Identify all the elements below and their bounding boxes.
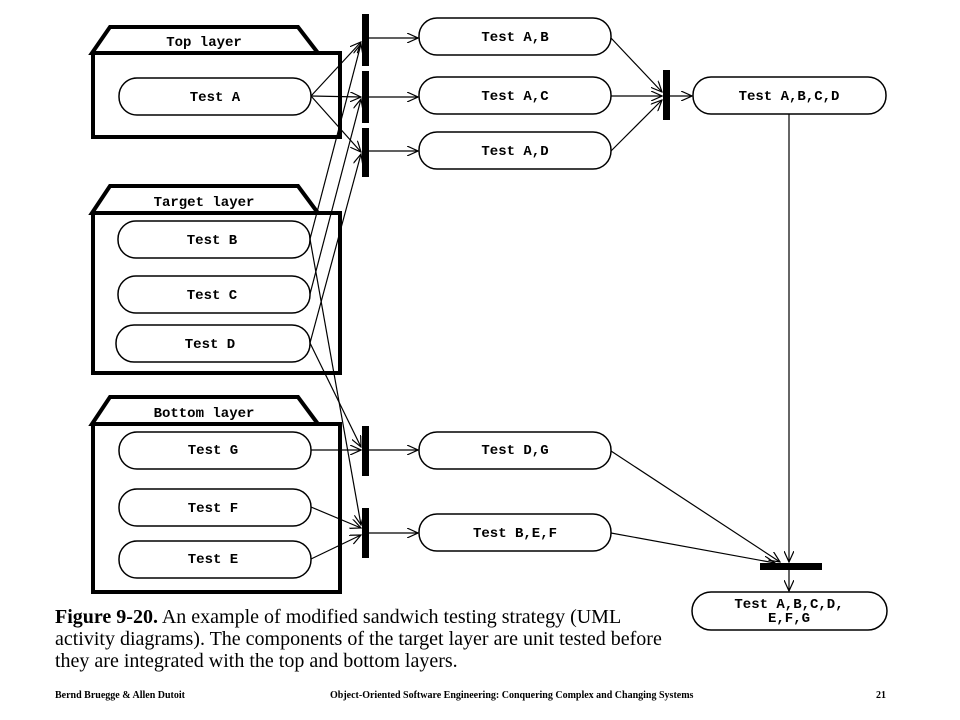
test-abcdefg-label-line2: E,F,G — [768, 611, 810, 627]
sync-bar-final — [760, 563, 822, 570]
footer-book-title: Object-Oriented Software Engineering: Co… — [330, 690, 694, 701]
test-c-label: Test C — [187, 288, 238, 304]
top-layer-title: Top layer — [166, 35, 242, 51]
footer-authors: Bernd Bruegge & Allen Dutoit — [55, 690, 185, 701]
edge-d-to-bar-dg — [309, 342, 361, 447]
test-b-label: Test B — [187, 233, 238, 249]
edge-a-to-bar-ab — [310, 42, 361, 97]
edge-e-to-bar-bef — [310, 535, 361, 560]
edge-d-to-bar-ad — [309, 154, 361, 344]
sync-bar-ad — [362, 128, 369, 177]
edge-b-to-bar-bef — [309, 238, 361, 525]
flow-edges — [309, 37, 789, 591]
test-d-label: Test D — [185, 337, 235, 353]
sync-bar-ac — [362, 71, 369, 123]
edge-ad-to-bar-abcd — [610, 100, 662, 152]
edge-f-to-bar-bef — [310, 506, 361, 528]
sync-bars — [362, 14, 822, 570]
bottom-layer-package: Bottom layer Test G Test F Test E — [88, 395, 342, 594]
integration-nodes: Test A,B Test A,C Test A,D Test A,B,C,D … — [418, 17, 888, 631]
edge-ab-to-bar-abcd — [610, 37, 662, 92]
edge-b-to-bar-ab — [309, 44, 361, 240]
edge-a-to-bar-ac — [310, 96, 361, 97]
sync-bar-ab — [362, 14, 369, 66]
test-a-label: Test A — [190, 90, 241, 106]
test-ab-label: Test A,B — [481, 30, 549, 46]
test-dg-node[interactable] — [418, 431, 612, 470]
test-e-node[interactable] — [118, 540, 312, 579]
figure-caption: Figure 9-20. An example of modified sand… — [55, 606, 675, 672]
edge-dg-to-bar-final — [610, 450, 780, 562]
target-layer-title: Target layer — [154, 195, 255, 211]
edge-bef-to-bar-final — [610, 532, 775, 563]
sync-bar-bef — [362, 508, 369, 558]
test-e-label: Test E — [188, 552, 238, 568]
test-g-label: Test G — [188, 443, 238, 459]
test-abcdefg-label-line1: Test A,B,C,D, — [734, 597, 843, 613]
test-abcdefg-node[interactable] — [691, 591, 888, 631]
edge-c-to-bar-ac — [309, 99, 361, 295]
test-bef-label: Test B,E,F — [473, 526, 557, 542]
test-ab-node[interactable] — [418, 17, 612, 56]
test-dg-label: Test D,G — [481, 443, 548, 459]
top-layer-package: Top layer Test A — [88, 25, 342, 139]
footer-page-number: 21 — [876, 690, 886, 701]
bottom-layer-title: Bottom layer — [154, 406, 255, 422]
edge-a-to-bar-ad — [310, 95, 361, 152]
figure-label: Figure 9-20. — [55, 606, 158, 628]
test-abcd-label: Test A,B,C,D — [739, 89, 840, 105]
test-c-node[interactable] — [117, 275, 311, 314]
figure-caption-text: An example of modified sandwich testing … — [55, 606, 662, 672]
sync-bar-abcd — [663, 70, 670, 120]
test-ad-label: Test A,D — [481, 144, 548, 160]
sync-bar-dg — [362, 426, 369, 476]
test-f-label: Test F — [188, 501, 238, 517]
target-layer-package: Target layer Test B Test C Test D — [88, 184, 342, 375]
test-ac-label: Test A,C — [481, 89, 549, 105]
test-bef-node[interactable] — [418, 513, 612, 552]
